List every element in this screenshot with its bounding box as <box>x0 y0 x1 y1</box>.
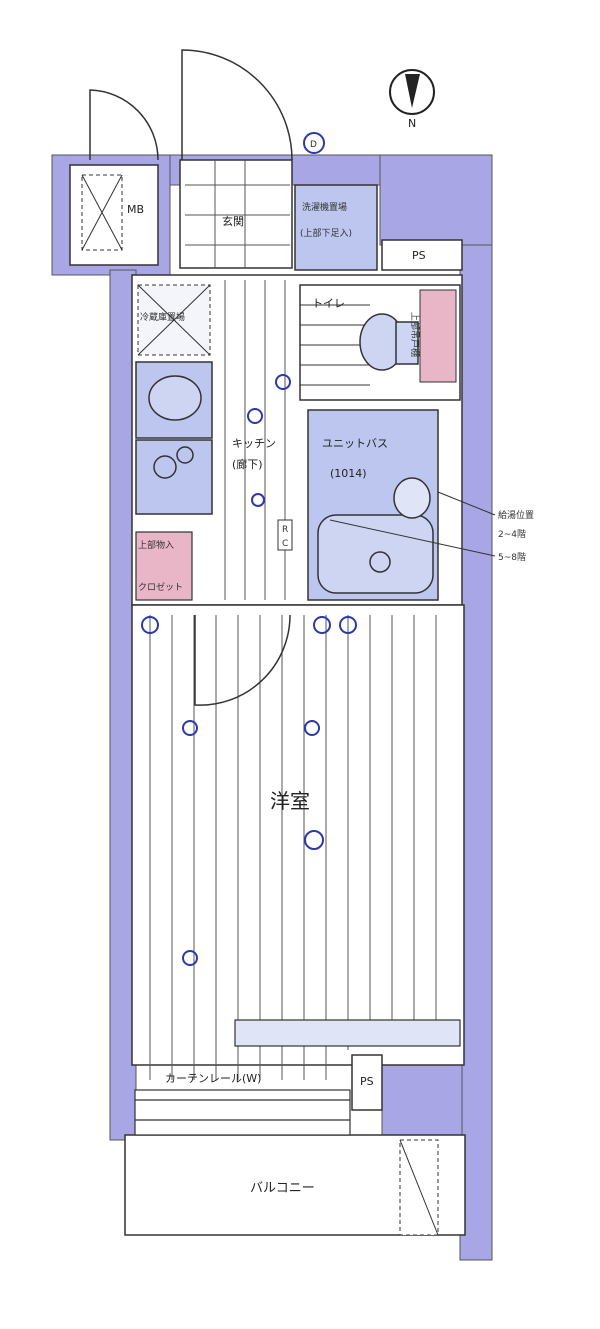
tag-c-label: C <box>282 539 288 549</box>
closet-label: クロゼット <box>138 581 183 593</box>
mb-room <box>69 164 159 266</box>
bath-label: ユニットバス <box>322 437 388 450</box>
aircon-strip <box>234 1019 461 1047</box>
western-room <box>131 604 465 1066</box>
mb-cross <box>81 174 123 251</box>
rc-tags: R C <box>277 519 293 551</box>
outer-walls <box>51 154 493 1261</box>
note-line-3: 5~8階 <box>498 552 526 563</box>
tag-r-label: R <box>282 525 288 535</box>
toilet-room <box>299 284 461 401</box>
kitchen-label: キッチン <box>232 437 276 450</box>
curtain-label: カーテンレール(W) <box>165 1072 261 1085</box>
fridge-area <box>137 284 211 356</box>
note-line-2: 2~4階 <box>498 529 526 540</box>
note-line-1: 給湯位置 <box>498 509 534 521</box>
fridge-label: 冷蔵庫置場 <box>140 311 185 323</box>
balcony-unit <box>399 1139 439 1236</box>
kitchen-sub-label: (廊下) <box>232 457 263 471</box>
genkan-label: 玄関 <box>222 214 244 228</box>
toilet-shelf-label: 上部吊戸棚 <box>409 312 421 357</box>
door-d-label: D <box>310 140 317 150</box>
compass-label: N <box>408 117 416 130</box>
genkan-steps <box>185 160 290 268</box>
ps-top-label: PS <box>412 249 426 262</box>
washer-label: 洗濯機置場 <box>302 201 347 213</box>
mb-label: MB <box>127 203 144 216</box>
kitchen-counter <box>135 361 213 515</box>
ps-bottom-box <box>351 1054 383 1111</box>
genkan-room <box>179 159 293 269</box>
outlets <box>141 374 357 966</box>
toilet-label: トイレ <box>312 297 345 310</box>
balcony-label: バルコニー <box>250 1181 315 1196</box>
compass-icon: N <box>389 69 435 130</box>
washer-area <box>294 184 378 271</box>
ps-bottom-label: PS <box>360 1075 374 1088</box>
western-room-label: 洋室 <box>270 789 310 813</box>
closet-area <box>135 531 193 601</box>
note-leaders <box>329 491 496 557</box>
unit-bath <box>307 409 439 601</box>
window-sash <box>134 1089 351 1136</box>
room-door <box>194 614 291 706</box>
closet-top-label: 上部物入 <box>138 539 174 551</box>
door-d-marker: D <box>303 132 325 154</box>
front-door <box>89 49 293 161</box>
washer-note: (上部下足入) <box>300 227 352 239</box>
ps-top-box <box>381 239 463 271</box>
western-stripes <box>149 615 437 1080</box>
bath-size-label: (1014) <box>330 467 367 480</box>
